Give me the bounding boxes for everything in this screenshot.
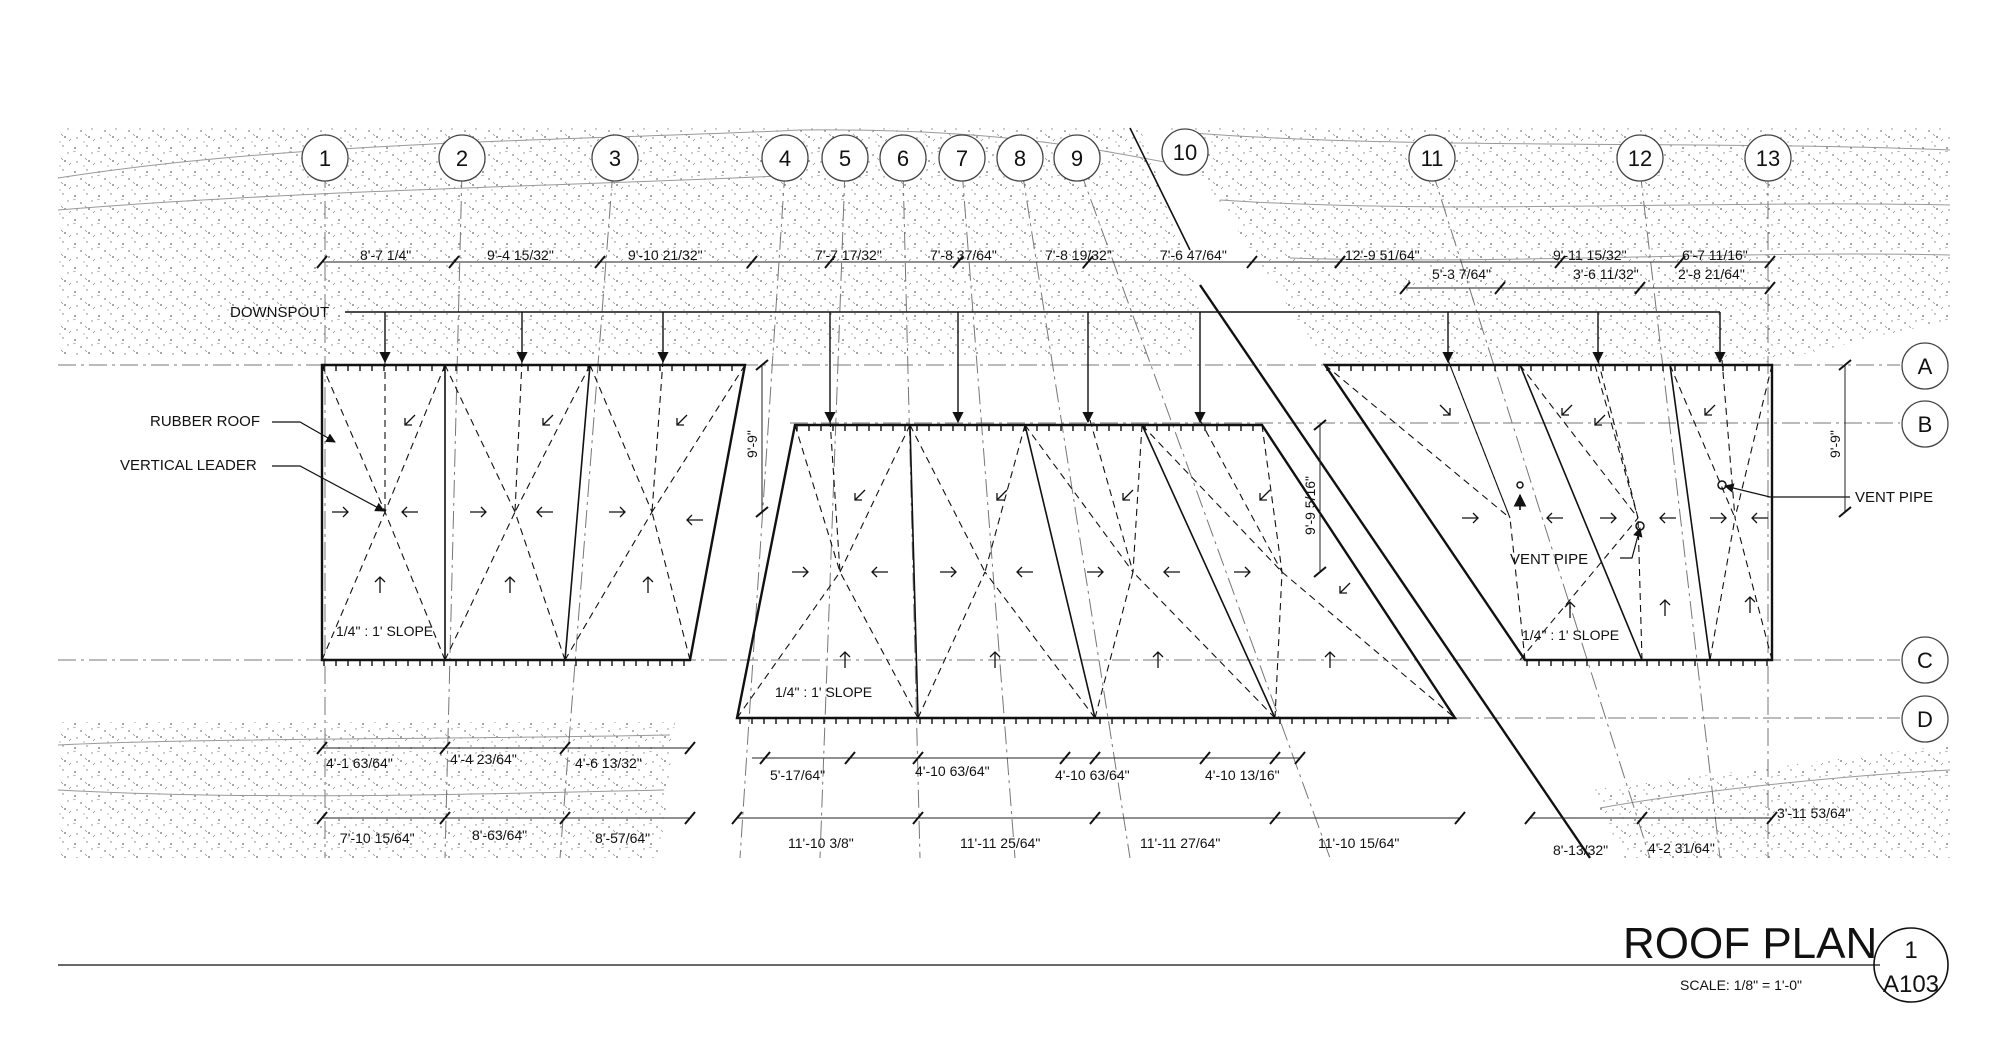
top-dimension-texts: 8'-7 1/4" 9'-4 15/32" 9'-10 21/32" 7'-7 … — [360, 247, 1748, 282]
top-dim-9: 9'-11 15/32" — [1553, 247, 1627, 263]
svg-text:D: D — [1917, 707, 1933, 732]
grid-bubble-A: A — [1901, 342, 1949, 390]
terrain-top-right — [1170, 128, 1950, 362]
grid-bubble-2: 2 — [438, 134, 486, 182]
top-sub-dim-1: 5'-3 7/64" — [1432, 266, 1491, 282]
roof-middle — [735, 423, 1458, 720]
grid-bubble-11: 11 — [1408, 134, 1456, 182]
title-block: ROOF PLAN SCALE: 1/8" = 1'-0" 1 A103 — [58, 919, 1949, 1003]
terrain-bottom-right — [1590, 745, 1950, 858]
bottom-dim-r2-6: 11'-11 27/64" — [1140, 835, 1220, 851]
top-dim-5: 7'-8 37/64" — [930, 247, 997, 263]
svg-text:5: 5 — [839, 146, 851, 171]
slope-label-middle: 1/4" : 1' SLOPE — [775, 684, 872, 700]
vertical-dim-middle: 9'-9 5/16" — [1302, 476, 1318, 535]
terrain-hatch — [57, 128, 1951, 858]
roof-slope-lines — [321, 359, 1773, 719]
grid-bubble-D: D — [1901, 695, 1949, 743]
vent-pipe-center-label: VENT PIPE — [1510, 551, 1588, 568]
grid-bubble-7: 7 — [938, 134, 986, 182]
bottom-dim-r1-1: 4'-1 63/64" — [326, 755, 393, 771]
vertical-dim-right: 9'-9" — [1827, 430, 1843, 458]
bottom-dim-r2-9: 4'-2 31/64" — [1648, 840, 1715, 856]
grid-bubble-B: B — [1901, 400, 1949, 448]
top-dim-7: 7'-6 47/64" — [1160, 247, 1227, 263]
rubber-roof-label: RUBBER ROOF — [150, 413, 260, 430]
top-dim-6: 7'-8 19/32" — [1045, 247, 1112, 263]
svg-text:1: 1 — [319, 146, 331, 171]
grid-bubble-10: 10 — [1161, 128, 1209, 176]
label-leaders — [272, 421, 1850, 559]
annotation-labels: DOWNSPOUT RUBBER ROOF VERTICAL LEADER VE… — [120, 304, 1933, 700]
vertical-dim-left: 9'-9" — [744, 430, 760, 458]
grid-bubble-9: 9 — [1053, 134, 1101, 182]
sheet-number: A103 — [1883, 971, 1939, 998]
grid-bubble-12: 12 — [1616, 134, 1664, 182]
drawing-scale: SCALE: 1/8" = 1'-0" — [1680, 977, 1802, 993]
top-dim-4: 7'-7 17/32" — [815, 247, 882, 263]
vent-pipe-right-label: VENT PIPE — [1855, 489, 1933, 506]
top-dim-3: 9'-10 21/32" — [628, 247, 703, 263]
svg-text:10: 10 — [1173, 140, 1197, 165]
slope-label-left: 1/4" : 1' SLOPE — [336, 623, 433, 639]
svg-text:A: A — [1918, 354, 1933, 379]
grid-bubble-3: 3 — [591, 134, 639, 182]
drawing-title: ROOF PLAN — [1623, 919, 1877, 968]
svg-text:7: 7 — [956, 146, 968, 171]
grid-row-bubbles: A B C D — [1901, 342, 1949, 743]
grid-column-bubbles: 1 2 3 4 5 6 7 8 9 10 11 12 13 — [301, 128, 1792, 182]
top-sub-dim-2: 3'-6 11/32" — [1573, 266, 1639, 282]
bottom-dimension-texts: 4'-1 63/64" 4'-4 23/64" 4'-6 13/32" 5'-1… — [326, 751, 1851, 858]
svg-text:2: 2 — [456, 146, 468, 171]
top-dim-8: 12'-9 51/64" — [1345, 247, 1420, 263]
dimension-ticks — [316, 255, 1852, 825]
top-dim-1: 8'-7 1/4" — [360, 247, 411, 263]
bottom-dim-r1-7: 4'-10 13/16" — [1205, 767, 1280, 783]
top-sub-dim-3: 2'-8 21/64" — [1678, 266, 1745, 282]
bottom-dim-r2-5: 11'-11 25/64" — [960, 835, 1040, 851]
grid-bubble-1: 1 — [301, 134, 349, 182]
svg-text:13: 13 — [1756, 146, 1780, 171]
svg-text:4: 4 — [779, 146, 791, 171]
top-dim-2: 9'-4 15/32" — [487, 247, 554, 263]
bottom-dim-r2-2: 8'-63/64" — [472, 827, 527, 843]
svg-text:C: C — [1917, 648, 1933, 673]
grid-bubble-5: 5 — [821, 134, 869, 182]
bottom-dim-r1-8: 3'-11 53/64" — [1777, 805, 1851, 821]
bottom-dim-r1-5: 4'-10 63/64" — [915, 763, 990, 779]
top-dim-10: 6'-7 11/16" — [1682, 247, 1748, 263]
grid-bubble-C: C — [1901, 636, 1949, 684]
detail-number: 1 — [1904, 937, 1917, 964]
bottom-dim-r2-8: 8'-13/32" — [1553, 842, 1608, 858]
terrain-top-left — [58, 128, 1200, 355]
grid-bubble-8: 8 — [996, 134, 1044, 182]
svg-text:11: 11 — [1421, 146, 1444, 171]
svg-text:8: 8 — [1014, 146, 1026, 171]
slope-arrows — [332, 404, 1768, 668]
bottom-dim-r2-7: 11'-10 15/64" — [1318, 835, 1399, 851]
terrain-bottom-left — [58, 722, 675, 858]
svg-text:3: 3 — [609, 146, 621, 171]
bottom-dim-r1-2: 4'-4 23/64" — [450, 751, 517, 767]
downspout-leaders — [345, 311, 1726, 424]
grid-bubble-4: 4 — [761, 134, 809, 182]
gutter-ticks — [323, 365, 1768, 724]
svg-text:B: B — [1918, 412, 1933, 437]
vertical-dimension-texts: 9'-9" 9'-9 5/16" 9'-9" — [744, 430, 1843, 535]
grid-bubble-13: 13 — [1744, 134, 1792, 182]
vertical-leader-label: VERTICAL LEADER — [120, 457, 257, 474]
bottom-dim-r1-3: 4'-6 13/32" — [575, 755, 642, 771]
slope-label-right: 1/4" : 1' SLOPE — [1522, 627, 1619, 643]
bottom-dim-r2-3: 8'-57/64" — [595, 830, 650, 846]
bottom-dim-r2-4: 11'-10 3/8" — [788, 835, 854, 851]
svg-text:6: 6 — [897, 146, 909, 171]
bottom-dim-r1-4: 5'-17/64" — [770, 767, 825, 783]
grid-bubble-6: 6 — [879, 134, 927, 182]
bottom-dim-r2-1: 7'-10 15/64" — [340, 830, 415, 846]
bottom-dim-r1-6: 4'-10 63/64" — [1055, 767, 1130, 783]
svg-text:12: 12 — [1628, 146, 1652, 171]
svg-text:9: 9 — [1071, 146, 1083, 171]
downspout-label: DOWNSPOUT — [230, 304, 329, 321]
